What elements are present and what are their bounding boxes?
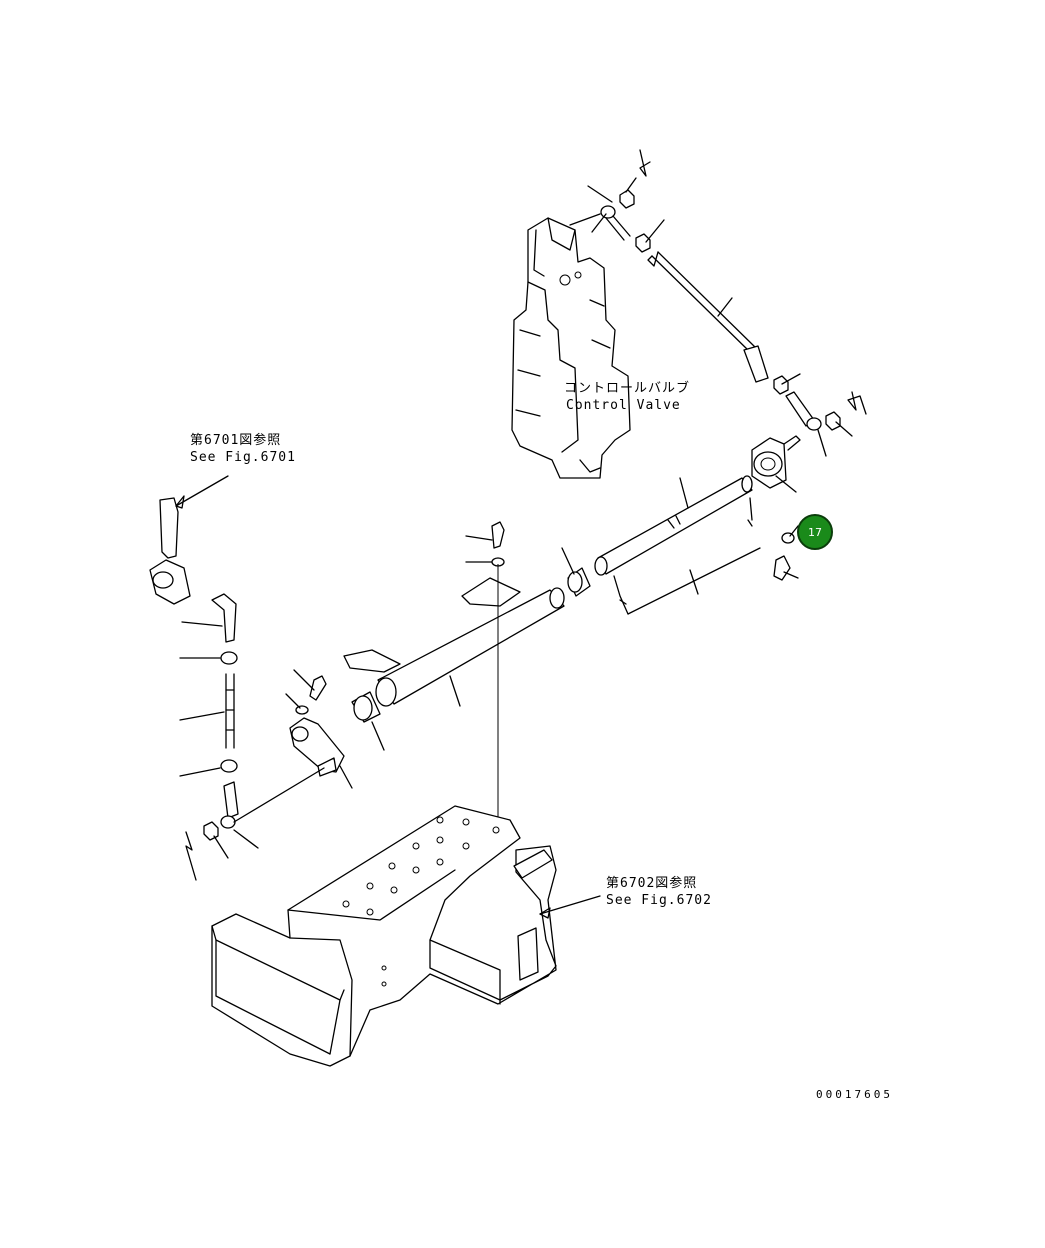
bushing-lower bbox=[351, 691, 381, 723]
callout-17-number: 17 bbox=[808, 525, 822, 539]
upper-shaft bbox=[594, 475, 761, 615]
control-valve-label-en: Control Valve bbox=[566, 398, 681, 413]
left-linkage bbox=[149, 497, 325, 881]
bolts bbox=[295, 521, 795, 715]
callout-17[interactable]: 17 bbox=[797, 514, 833, 550]
floor-frame bbox=[211, 805, 557, 1067]
upper-linkage bbox=[600, 149, 867, 431]
ref-6701-label-jp: 第6701図参照 bbox=[190, 433, 282, 448]
leader-lines bbox=[175, 177, 853, 919]
control-valve bbox=[511, 213, 631, 479]
bushing-upper bbox=[567, 567, 591, 597]
drawing-number: 00017605 bbox=[816, 1088, 893, 1101]
ref-6701-label-en: See Fig.6701 bbox=[190, 450, 296, 465]
lower-lever bbox=[289, 717, 345, 777]
ref-6702-label-jp: 第6702図参照 bbox=[606, 876, 698, 891]
main-shaft bbox=[343, 577, 565, 707]
upper-lever bbox=[751, 435, 801, 489]
control-valve-label-jp: コントロールバルブ bbox=[564, 381, 691, 396]
ref-6702-label-en: See Fig.6702 bbox=[606, 893, 712, 908]
